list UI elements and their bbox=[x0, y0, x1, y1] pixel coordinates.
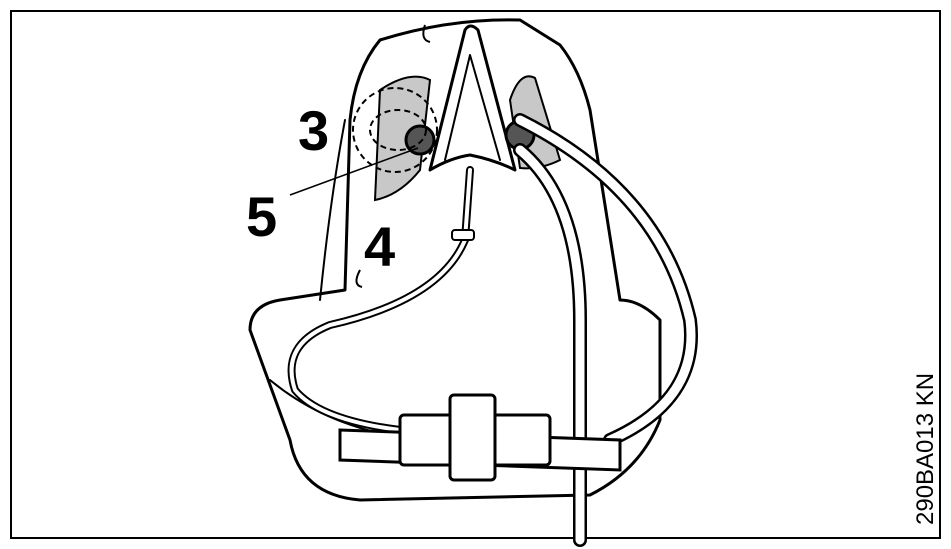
connector-collar bbox=[448, 393, 497, 482]
dashed-circle-inner bbox=[369, 109, 427, 151]
left-recess bbox=[373, 75, 432, 202]
housing-inner-line bbox=[319, 119, 346, 301]
dashed-circle-outer bbox=[352, 87, 438, 173]
callout-4: 4 bbox=[364, 215, 395, 278]
callout-3: 3 bbox=[298, 99, 329, 162]
callout-5: 5 bbox=[246, 185, 277, 248]
leader-line-5 bbox=[289, 147, 419, 196]
mount-hole-2 bbox=[422, 24, 431, 43]
center-fin-inner bbox=[444, 54, 501, 161]
mount-hole-1 bbox=[355, 269, 363, 288]
cable-clip bbox=[451, 229, 475, 241]
left-grommet bbox=[404, 124, 436, 156]
figure-code: 290BA013 KN bbox=[912, 373, 939, 525]
housing-outline bbox=[248, 18, 662, 502]
